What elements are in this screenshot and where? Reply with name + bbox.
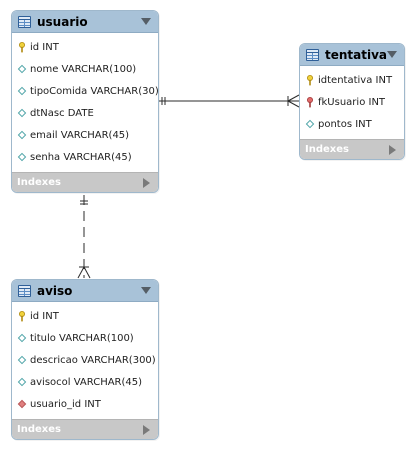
column-list-usuario: id INT nome VARCHAR(100) tipoComida VARC…: [12, 33, 158, 172]
column-label: email VARCHAR(45): [30, 129, 130, 141]
column-label: tipoComida VARCHAR(30): [30, 85, 159, 97]
chevron-right-icon[interactable]: [389, 144, 396, 155]
indexes-section-aviso[interactable]: Indexes: [12, 419, 158, 439]
column-label: fkUsuario INT: [318, 96, 386, 108]
indexes-section-tentativa[interactable]: Indexes: [300, 139, 404, 159]
column-label: idtentativa INT: [318, 74, 393, 86]
column-label: nome VARCHAR(100): [30, 63, 137, 75]
diamond-hollow-icon: [17, 86, 27, 96]
column-label: id INT: [30, 310, 59, 322]
indexes-label: Indexes: [305, 144, 349, 155]
column-usuario-id[interactable]: id INT: [12, 36, 158, 58]
table-usuario[interactable]: usuario id INT nome VARCHAR(100) tipoCom: [11, 10, 159, 193]
column-label: id INT: [30, 41, 59, 53]
column-list-aviso: id INT titulo VARCHAR(100) descricao VAR…: [12, 302, 158, 419]
relationship-usuario-tentativa[interactable]: [157, 94, 300, 108]
column-label: dtNasc DATE: [30, 107, 94, 119]
column-tentativa-fkusuario[interactable]: fkUsuario INT: [300, 91, 404, 113]
table-tentativa[interactable]: tentativa idtentativa INT: [299, 43, 405, 160]
column-label: titulo VARCHAR(100): [30, 332, 134, 344]
column-label: usuario_id INT: [30, 398, 101, 410]
chevron-right-icon[interactable]: [143, 177, 150, 188]
column-list-tentativa: idtentativa INT fkUsuario INT pontos INT: [300, 66, 404, 139]
column-label: pontos INT: [318, 118, 372, 130]
column-usuario-senha[interactable]: senha VARCHAR(45): [12, 146, 158, 168]
diamond-hollow-icon: [305, 119, 315, 129]
column-label: avisocol VARCHAR(45): [30, 376, 143, 388]
relationship-usuario-aviso[interactable]: [77, 195, 91, 279]
diamond-hollow-icon: [17, 152, 27, 162]
diamond-hollow-icon: [17, 333, 27, 343]
column-usuario-dtnasc[interactable]: dtNasc DATE: [12, 102, 158, 124]
column-label: senha VARCHAR(45): [30, 151, 132, 163]
table-header-usuario[interactable]: usuario: [12, 11, 158, 33]
table-grid-icon: [306, 48, 319, 61]
table-header-aviso[interactable]: aviso: [12, 280, 158, 302]
indexes-section-usuario[interactable]: Indexes: [12, 172, 158, 192]
column-usuario-email[interactable]: email VARCHAR(45): [12, 124, 158, 146]
column-aviso-titulo[interactable]: titulo VARCHAR(100): [12, 327, 158, 349]
diamond-hollow-icon: [17, 355, 27, 365]
column-aviso-descricao[interactable]: descricao VARCHAR(300): [12, 349, 158, 371]
indexes-label: Indexes: [17, 177, 61, 188]
column-tentativa-idtentativa[interactable]: idtentativa INT: [300, 69, 404, 91]
column-aviso-id[interactable]: id INT: [12, 305, 158, 327]
chevron-down-icon[interactable]: [141, 18, 151, 25]
key-icon: [305, 74, 315, 86]
table-header-tentativa[interactable]: tentativa: [300, 44, 404, 66]
chevron-down-icon[interactable]: [141, 287, 151, 294]
chevron-right-icon[interactable]: [143, 424, 150, 435]
table-title-aviso: aviso: [37, 283, 73, 298]
column-usuario-nome[interactable]: nome VARCHAR(100): [12, 58, 158, 80]
table-grid-icon: [18, 15, 31, 28]
table-grid-icon: [18, 284, 31, 297]
key-icon: [17, 41, 27, 53]
foreign-key-icon: [305, 96, 315, 108]
table-title-usuario: usuario: [37, 14, 88, 29]
column-label: descricao VARCHAR(300): [30, 354, 156, 366]
diamond-hollow-icon: [17, 64, 27, 74]
diamond-hollow-icon: [17, 130, 27, 140]
chevron-down-icon[interactable]: [387, 51, 398, 58]
key-icon: [17, 310, 27, 322]
column-aviso-avisocol[interactable]: avisocol VARCHAR(45): [12, 371, 158, 393]
diamond-hollow-icon: [17, 108, 27, 118]
table-aviso[interactable]: aviso id INT titulo VARCHAR(100) descric: [11, 279, 159, 440]
diamond-hollow-icon: [17, 377, 27, 387]
indexes-label: Indexes: [17, 424, 61, 435]
diamond-red-icon: [17, 399, 27, 409]
table-title-tentativa: tentativa: [325, 47, 388, 62]
column-aviso-usuario-id[interactable]: usuario_id INT: [12, 393, 158, 415]
column-usuario-tipocomida[interactable]: tipoComida VARCHAR(30): [12, 80, 158, 102]
column-tentativa-pontos[interactable]: pontos INT: [300, 113, 404, 135]
